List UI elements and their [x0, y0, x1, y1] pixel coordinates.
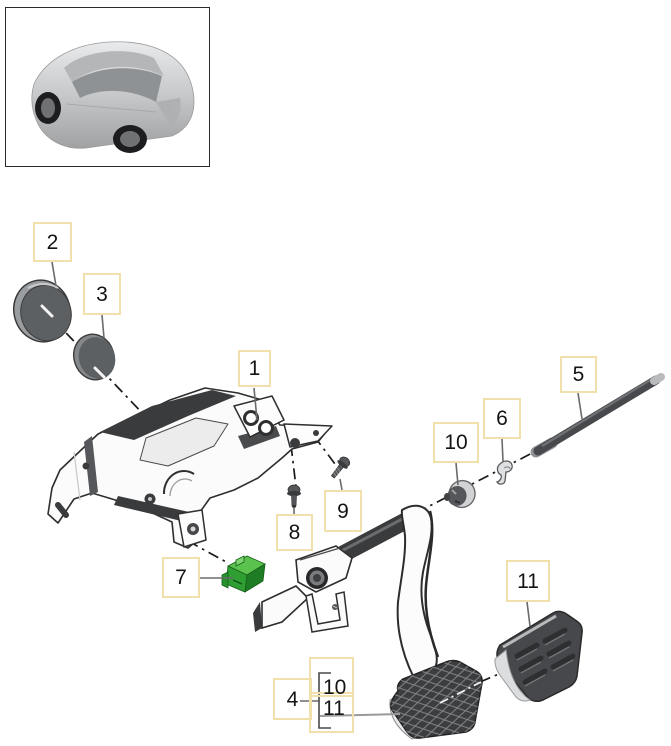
vehicle-icon — [31, 41, 195, 153]
callout-10-label: 10 — [444, 431, 468, 454]
callout-1-label: 1 — [248, 357, 261, 380]
part-2-cover-cap[interactable] — [7, 273, 78, 348]
group-item-10[interactable]: 10 — [323, 676, 347, 699]
clutch-lever-assembly[interactable] — [253, 545, 353, 633]
part-11-pedal-cap[interactable] — [494, 610, 583, 703]
callout-8[interactable]: 8 — [276, 514, 313, 551]
callout-7[interactable]: 7 — [162, 557, 200, 598]
group-bracket — [318, 672, 331, 729]
part-9-screw[interactable] — [328, 454, 352, 480]
callout-6[interactable]: 6 — [483, 398, 521, 439]
part-6-clip[interactable] — [495, 460, 513, 485]
part-10-bushing[interactable] — [444, 477, 479, 511]
brake-pedal-rubber-pad[interactable] — [389, 659, 483, 740]
callout-1[interactable]: 1 — [238, 350, 271, 387]
callout-9[interactable]: 9 — [324, 490, 362, 532]
callout-4-label: 4 — [286, 687, 299, 711]
callout-3[interactable]: 3 — [83, 273, 121, 315]
callout-8-label: 8 — [288, 521, 301, 544]
leader-lines — [51, 261, 583, 702]
part-1-pedal-bracket[interactable] — [47, 387, 333, 549]
group-reference-line — [319, 713, 401, 717]
vehicle-thumbnail — [5, 7, 210, 167]
callout-11[interactable]: 11 — [506, 560, 550, 602]
part-3-disc[interactable] — [68, 329, 121, 385]
callout-9-label: 9 — [337, 499, 349, 523]
part-8-screw[interactable] — [287, 484, 301, 508]
callout-3-label: 3 — [96, 282, 108, 306]
part-5-push-rod[interactable] — [530, 373, 665, 458]
callout-11-label: 11 — [517, 569, 539, 593]
callout-6-label: 6 — [496, 407, 508, 430]
callout-5[interactable]: 5 — [560, 356, 597, 393]
callout-5-label: 5 — [572, 363, 585, 386]
callout-10[interactable]: 10 — [433, 422, 479, 463]
callout-2-label: 2 — [46, 230, 59, 254]
callout-7-label: 7 — [175, 566, 187, 589]
callout-2[interactable]: 2 — [33, 222, 72, 262]
part-7-switch-highlighted[interactable] — [221, 555, 266, 593]
group-item-11[interactable]: 11 — [323, 697, 345, 720]
brake-pedal-arm[interactable] — [396, 504, 440, 680]
callout-4[interactable]: 4 — [273, 678, 312, 720]
